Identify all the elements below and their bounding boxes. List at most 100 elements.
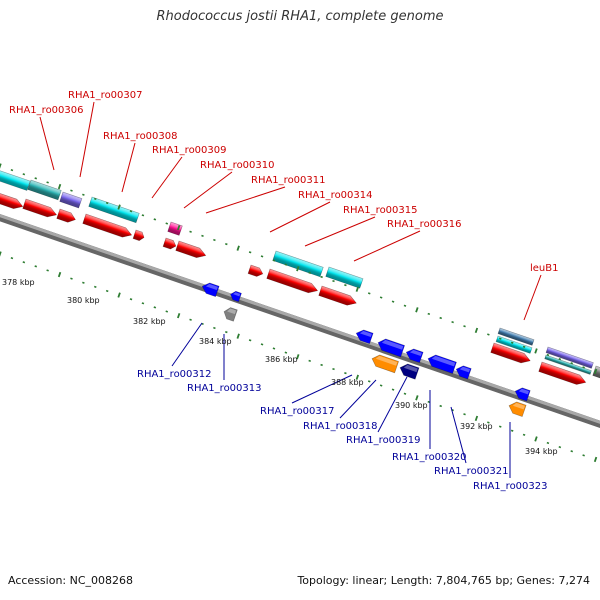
scale-label: 378 kbp <box>2 278 35 287</box>
forward-track-tick <box>439 316 443 320</box>
forward-track-tick <box>570 362 574 365</box>
forward-track-tick <box>403 304 407 307</box>
reverse-gene-feature-body <box>427 354 457 374</box>
reverse-track-tick <box>534 436 538 442</box>
reverse-track-tick <box>10 256 14 260</box>
reverse-track-tick <box>284 351 288 354</box>
reverse-track-tick <box>510 429 514 432</box>
forward-gene-label-leader <box>79 101 95 178</box>
forward-gene-feature-shade <box>495 335 533 354</box>
forward-track-tick <box>105 201 109 205</box>
forward-gene-feature-shade <box>266 268 319 294</box>
reverse-track-tick <box>344 372 347 375</box>
reverse-gene-feature <box>508 401 527 417</box>
backbone-line <box>0 214 600 424</box>
reverse-gene-label: RHA1_ro00313 <box>187 383 262 394</box>
forward-gene-feature-shade <box>325 266 364 289</box>
forward-track-tick <box>117 204 121 210</box>
forward-gene-feature-shade <box>56 208 76 223</box>
reverse-track-tick <box>0 251 2 257</box>
scale-label: 386 kbp <box>265 355 298 364</box>
forward-gene-feature-shade <box>545 346 594 369</box>
forward-track-tick <box>355 286 359 292</box>
forward-track-tick <box>474 327 479 334</box>
reverse-gene-feature-body <box>201 282 220 297</box>
reverse-track-tick <box>474 415 479 422</box>
forward-gene-feature <box>247 264 264 277</box>
forward-gene-feature-shade <box>0 191 24 209</box>
forward-gene-feature <box>59 191 83 209</box>
reverse-gene-label: RHA1_ro00317 <box>260 406 335 417</box>
reverse-gene-feature-body <box>508 401 527 417</box>
reverse-gene-label-leader <box>339 379 377 419</box>
reverse-gene-label: RHA1_ro00318 <box>303 421 378 432</box>
reverse-track-tick <box>82 281 85 284</box>
reverse-track-tick <box>367 380 371 383</box>
forward-track-tick <box>308 271 311 274</box>
forward-gene-feature-shade <box>162 237 177 250</box>
reverse-gene-label: RHA1_ro00320 <box>392 452 467 463</box>
reverse-gene-feature-body <box>514 387 531 402</box>
reverse-track-tick <box>236 333 240 339</box>
reverse-track-tick <box>46 269 49 272</box>
forward-track-tick <box>0 163 2 169</box>
forward-gene-feature <box>22 198 58 218</box>
forward-track-tick <box>463 325 466 328</box>
forward-gene-feature <box>318 285 357 306</box>
reverse-track-tick <box>522 433 526 436</box>
forward-gene-label-leader <box>151 156 183 199</box>
forward-gene-feature-shade <box>175 240 207 258</box>
forward-track-tick <box>82 193 85 196</box>
reverse-gene-label-leader <box>291 374 353 404</box>
forward-gene-label-leader <box>353 230 421 262</box>
forward-track-tick <box>57 183 62 190</box>
forward-gene-feature <box>272 250 324 278</box>
reverse-track-tick <box>487 421 490 424</box>
reverse-gene-feature-gloss <box>459 366 470 373</box>
reverse-gene-feature-gloss <box>381 339 404 350</box>
forward-gene-feature <box>0 191 24 209</box>
forward-gene-label: RHA1_ro00314 <box>298 190 373 201</box>
forward-gene-feature <box>545 346 594 369</box>
forward-gene-feature-shade <box>490 342 531 364</box>
reverse-track-tick <box>176 312 181 319</box>
reverse-gene-feature-body <box>405 348 424 363</box>
forward-gene-label: RHA1_ro00315 <box>343 205 418 216</box>
reverse-gene-label: RHA1_ro00323 <box>473 481 548 492</box>
reverse-gene-feature <box>514 387 531 402</box>
forward-track-tick <box>213 238 216 242</box>
reverse-track-tick <box>70 277 73 280</box>
forward-track-tick <box>332 279 335 283</box>
reverse-gene-feature-body <box>455 365 472 380</box>
forward-track-tick <box>498 337 502 340</box>
reverse-track-tick <box>165 310 169 313</box>
forward-gene-feature <box>162 237 177 250</box>
reverse-gene-label: RHA1_ro00312 <box>137 369 212 380</box>
reverse-gene-feature-body <box>399 363 420 380</box>
reverse-track-tick <box>498 425 502 428</box>
reverse-gene-feature-body <box>371 354 399 374</box>
forward-gene-feature <box>82 213 133 238</box>
scale-label: 380 kbp <box>67 296 100 305</box>
forward-gene-feature <box>27 179 62 201</box>
forward-gene-feature <box>175 240 207 258</box>
reverse-track-tick <box>153 306 157 309</box>
forward-gene-feature-shade <box>132 229 145 241</box>
forward-gene-feature <box>497 327 535 346</box>
reverse-gene-label: RHA1_ro00321 <box>434 466 509 477</box>
reverse-gene-feature-gloss <box>409 349 422 357</box>
reverse-track-tick <box>427 400 431 404</box>
reverse-gene-feature <box>455 365 472 380</box>
backbone-shadow <box>0 214 600 428</box>
forward-gene-feature <box>132 229 145 241</box>
reverse-gene-feature-gloss <box>227 308 237 315</box>
forward-gene-feature-shade <box>27 179 62 201</box>
forward-track-tick <box>379 296 383 299</box>
forward-gene-feature-shade <box>247 264 264 277</box>
scale-label: 382 kbp <box>133 317 166 326</box>
reverse-track-tick <box>439 404 443 408</box>
reverse-gene-label-leader <box>450 406 467 464</box>
scale-label: 384 kbp <box>199 337 232 346</box>
reverse-gene-feature-gloss <box>359 330 372 338</box>
